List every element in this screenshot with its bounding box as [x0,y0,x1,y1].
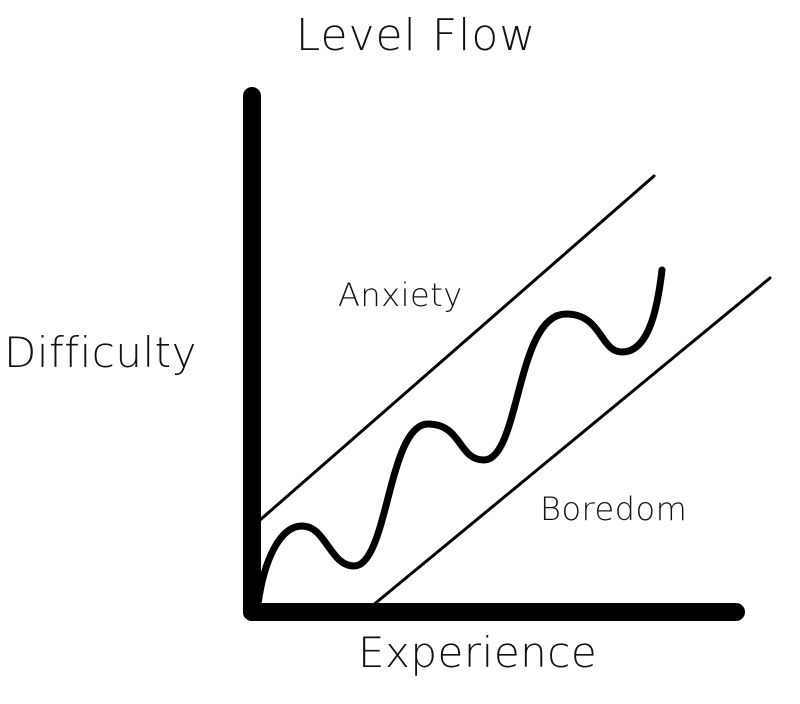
anxiety-boundary-line [258,174,656,522]
anxiety-region-label: Anxiety [338,276,463,314]
boredom-boundary-line [370,276,772,608]
x-axis-label: Experience [358,628,598,677]
y-axis-label: Difficulty [4,328,197,377]
boredom-region-label: Boredom [540,490,688,528]
diagram-title: Level Flow [295,10,537,61]
flow-curve [254,266,666,608]
